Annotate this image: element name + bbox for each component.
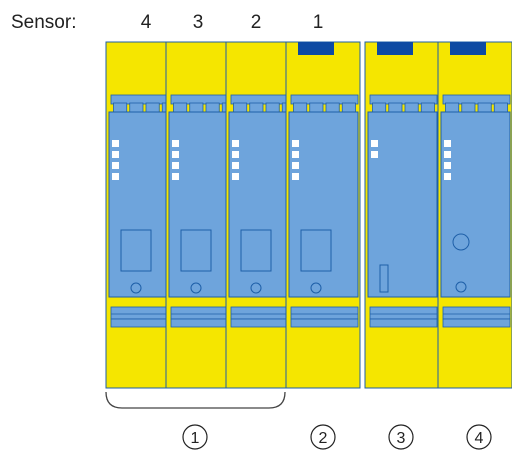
callout-3: 3 bbox=[388, 424, 414, 450]
led-indicator bbox=[232, 140, 239, 147]
callout-4: 4 bbox=[466, 424, 492, 450]
terminal-slot bbox=[113, 102, 128, 113]
adjust-screw-icon bbox=[130, 282, 142, 294]
led-indicator bbox=[371, 140, 378, 147]
led-indicator bbox=[232, 173, 239, 180]
callout-2: 2 bbox=[310, 424, 336, 450]
terminal-slot bbox=[189, 102, 204, 113]
led-indicator bbox=[232, 151, 239, 158]
led-indicator bbox=[444, 173, 451, 180]
relay-module bbox=[437, 41, 512, 389]
led-indicator bbox=[232, 162, 239, 169]
terminal-slot bbox=[325, 102, 340, 113]
adjust-screw-icon bbox=[250, 282, 262, 294]
led-indicator bbox=[292, 151, 299, 158]
led-indicator bbox=[112, 151, 119, 158]
terminal-slot bbox=[145, 102, 160, 113]
terminal-strip-top bbox=[369, 94, 438, 105]
terminal-slot bbox=[205, 102, 220, 113]
led-indicator bbox=[292, 173, 299, 180]
callout-circle-icon bbox=[310, 424, 336, 450]
terminal-slot bbox=[173, 102, 188, 113]
led-indicator bbox=[444, 140, 451, 147]
terminal-slot bbox=[249, 102, 264, 113]
sensor-label: Sensor: bbox=[11, 12, 76, 33]
adjust-screw-icon bbox=[190, 282, 202, 294]
terminal-slot bbox=[420, 102, 435, 113]
terminal-slot bbox=[265, 102, 280, 113]
callout-circle-icon bbox=[388, 424, 414, 450]
connector-block bbox=[298, 42, 334, 55]
sensor-number-3: 3 bbox=[193, 12, 204, 33]
sensor-number-4: 4 bbox=[141, 12, 152, 33]
led-indicator bbox=[371, 151, 378, 158]
sensor-number-1: 1 bbox=[313, 12, 324, 33]
terminal-strip-base bbox=[290, 318, 359, 328]
connector-block bbox=[450, 42, 486, 55]
display-window bbox=[240, 229, 272, 272]
terminal-slot bbox=[293, 102, 308, 113]
module-row bbox=[105, 41, 512, 389]
terminal-strip-top bbox=[442, 94, 511, 105]
terminal-slot bbox=[404, 102, 419, 113]
terminal-slot bbox=[477, 102, 492, 113]
led-indicator bbox=[172, 162, 179, 169]
led-indicator bbox=[172, 140, 179, 147]
module-face-panel bbox=[367, 111, 438, 298]
adjust-screw-icon bbox=[310, 282, 322, 294]
callout-4-label: 4 bbox=[475, 430, 484, 447]
terminal-strip-bottom bbox=[369, 306, 438, 320]
group-bracket-icon bbox=[105, 391, 286, 409]
terminal-strip-top bbox=[290, 94, 359, 105]
led-indicator bbox=[112, 173, 119, 180]
led-indicator bbox=[444, 162, 451, 169]
rotary-switch-icon bbox=[452, 233, 470, 251]
terminal-slot bbox=[129, 102, 144, 113]
callout-1: 1 bbox=[182, 424, 208, 450]
relay-slot bbox=[379, 264, 389, 293]
sensor-number-2: 2 bbox=[251, 12, 262, 33]
display-window bbox=[120, 229, 152, 272]
relay-module bbox=[364, 41, 440, 389]
terminal-slot bbox=[233, 102, 248, 113]
callout-1-label: 1 bbox=[191, 430, 200, 447]
terminal-slot bbox=[341, 102, 356, 113]
terminal-strip-bottom bbox=[290, 306, 359, 320]
connector-block bbox=[377, 42, 413, 55]
callout-circle-icon bbox=[182, 424, 208, 450]
terminal-strip-bottom bbox=[442, 306, 511, 320]
terminal-slot bbox=[309, 102, 324, 113]
led-indicator bbox=[112, 162, 119, 169]
terminal-strip-base bbox=[369, 318, 438, 328]
module-face-panel bbox=[288, 111, 359, 298]
adjust-screw-icon bbox=[455, 281, 467, 293]
led-indicator bbox=[444, 151, 451, 158]
callout-2-label: 2 bbox=[319, 430, 328, 447]
terminal-slot bbox=[461, 102, 476, 113]
led-indicator bbox=[292, 162, 299, 169]
terminal-slot bbox=[388, 102, 403, 113]
led-indicator bbox=[172, 151, 179, 158]
led-indicator bbox=[172, 173, 179, 180]
callout-3-label: 3 bbox=[397, 430, 406, 447]
terminal-slot bbox=[445, 102, 460, 113]
led-indicator bbox=[112, 140, 119, 147]
display-window bbox=[180, 229, 212, 272]
callout-circle-icon bbox=[466, 424, 492, 450]
module-face-panel bbox=[440, 111, 511, 298]
terminal-slot bbox=[493, 102, 508, 113]
terminal-slot bbox=[372, 102, 387, 113]
relay-module bbox=[285, 41, 361, 389]
terminal-strip-base bbox=[442, 318, 511, 328]
display-window bbox=[300, 229, 332, 272]
led-indicator bbox=[292, 140, 299, 147]
